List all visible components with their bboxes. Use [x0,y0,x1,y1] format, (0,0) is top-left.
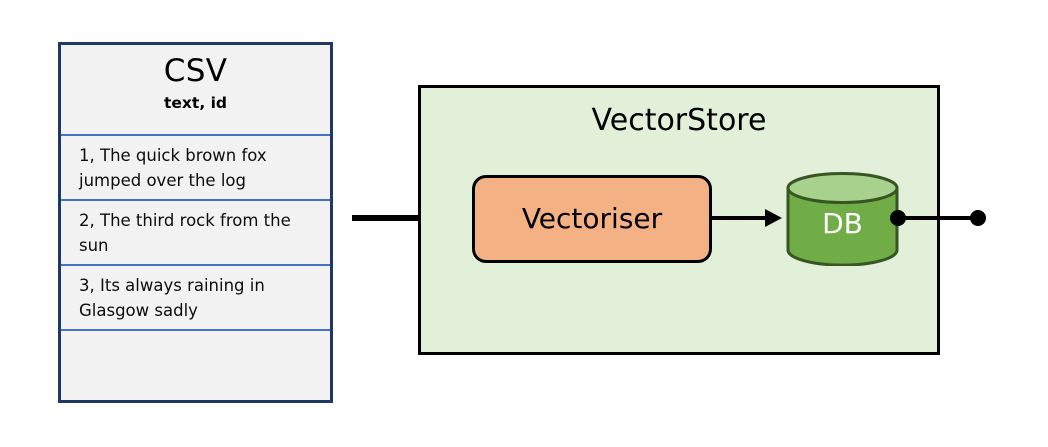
csv-table: CSV text, id 1, The quick brown fox jump… [58,42,333,403]
db-node: DB [785,172,900,266]
csv-title: CSV [163,53,228,89]
vectoriser-label: Vectoriser [521,202,663,235]
table-row: 2, The third rock from the sun [61,201,330,266]
db-output-line [896,216,978,220]
table-row: 3, Its always raining in Glasgow sadly [61,266,330,331]
database-cylinder-icon [786,172,899,266]
input-arrow-line [352,215,458,221]
vectoriser-node: Vectoriser [472,175,712,263]
endpoint-dot-out [970,210,986,226]
arrow-right-icon [765,209,782,227]
table-row-empty [61,331,330,338]
table-row: 1, The quick brown fox jumped over the l… [61,136,330,201]
endpoint-dot-db [890,210,906,226]
vectoriser-to-db-line [712,216,770,220]
vectorstore-title: VectorStore [591,103,767,138]
csv-table-header: CSV text, id [61,45,330,136]
csv-columns-label: text, id [163,94,228,112]
